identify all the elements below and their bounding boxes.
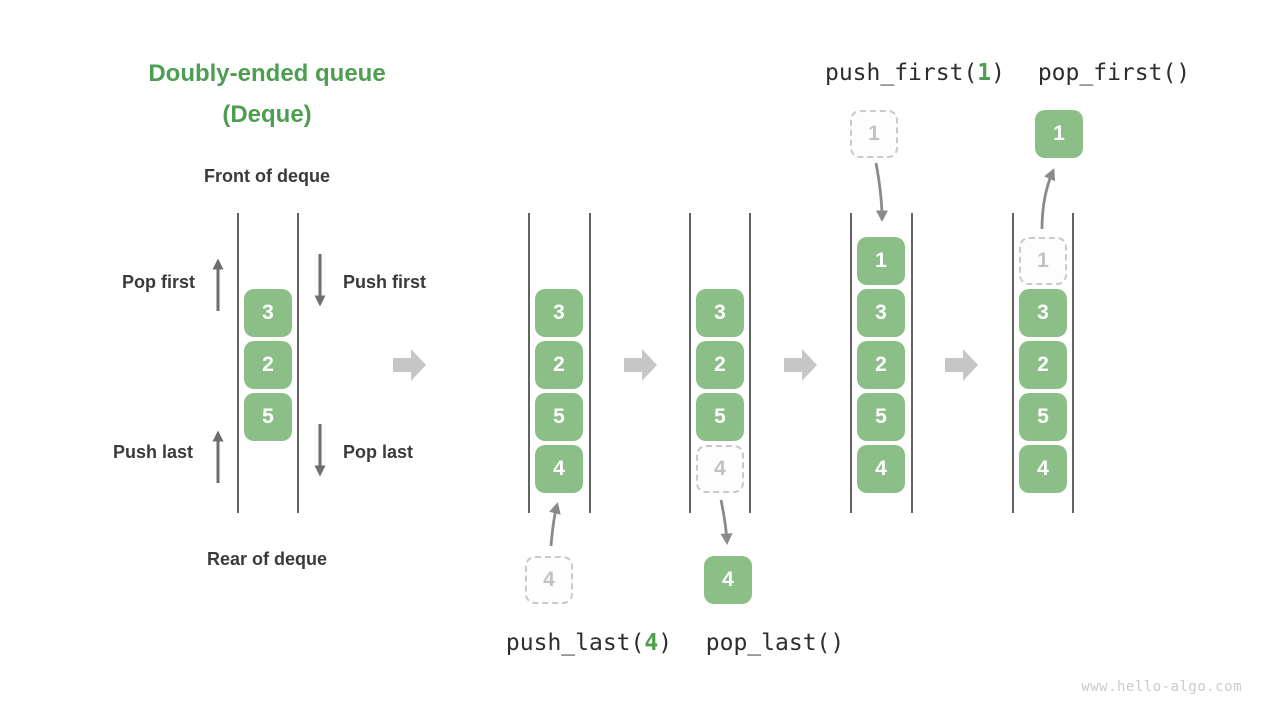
pop-last-code-label: pop_last() [705,630,845,656]
deque-cell: 2 [244,341,292,389]
pop-first-label: Pop first [121,272,195,292]
deque-cell: 3 [535,289,583,337]
push-last-insert-arrow [549,502,561,547]
code-prefix: push_first( [824,60,978,86]
pop-first-remove-arrow [1040,168,1056,230]
front-of-deque-label: Front of deque [204,166,330,186]
channel-rail [689,213,691,513]
channel-rail [1012,213,1014,513]
deque-cell: 5 [1019,393,1067,441]
deque-cell: 5 [857,393,905,441]
deque-cell: 3 [1019,289,1067,337]
diagram-title-line2: (Deque) [222,101,312,128]
push-first-code-label: push_first(1) [825,60,1005,86]
watermark: www.hello-algo.com [1081,679,1242,695]
deque-cell: 3 [696,289,744,337]
push-last-code-label: push_last(4) [506,630,672,656]
channel-rail [1072,213,1074,513]
channel-rail [911,213,913,513]
code-arg: 1 [977,60,992,86]
channel-rail [589,213,591,513]
pop-first-code-label: pop_first() [1037,60,1191,86]
channel-rail [237,213,239,513]
deque-cell: 2 [857,341,905,389]
deque-cell: 2 [696,341,744,389]
deque-cell: 2 [535,341,583,389]
channel-rail [850,213,852,513]
deque-cell: 3 [857,289,905,337]
transition-block-arrow [784,349,817,381]
deque-cell: 4 [535,445,583,493]
deque-cell: 2 [1019,341,1067,389]
removed-element-ghost: 1 [1019,237,1067,285]
code-suffix: ) [658,630,673,656]
deque-cell: 5 [696,393,744,441]
code-arg: 4 [644,630,659,656]
push-first-insert-arrow [874,162,888,222]
deque-cell: 1 [857,237,905,285]
removed-element-ghost: 4 [696,445,744,493]
channel-rail [528,213,530,513]
deque-cell: 5 [244,393,292,441]
push-first-label: Push first [343,272,427,292]
code-suffix: ) [991,60,1006,86]
channel-rail [297,213,299,513]
deque-cell: 5 [535,393,583,441]
incoming-element-ghost: 1 [850,110,898,158]
rear-of-deque-label: Rear of deque [206,549,328,569]
deque-cell: 4 [857,445,905,493]
channel-rail [749,213,751,513]
pop-last-label: Pop last [343,442,414,462]
deque-cell: 3 [244,289,292,337]
popped-element: 4 [704,556,752,604]
code-prefix: push_last( [505,630,645,656]
deque-cell: 4 [1019,445,1067,493]
diagram-title-line1: Doubly-ended queue [148,60,386,87]
pop-last-remove-arrow [719,499,733,545]
popped-element: 1 [1035,110,1083,158]
transition-block-arrow [393,349,426,381]
push-last-label: Push last [112,442,193,462]
transition-block-arrow [945,349,978,381]
transition-block-arrow [624,349,657,381]
incoming-element-ghost: 4 [525,556,573,604]
